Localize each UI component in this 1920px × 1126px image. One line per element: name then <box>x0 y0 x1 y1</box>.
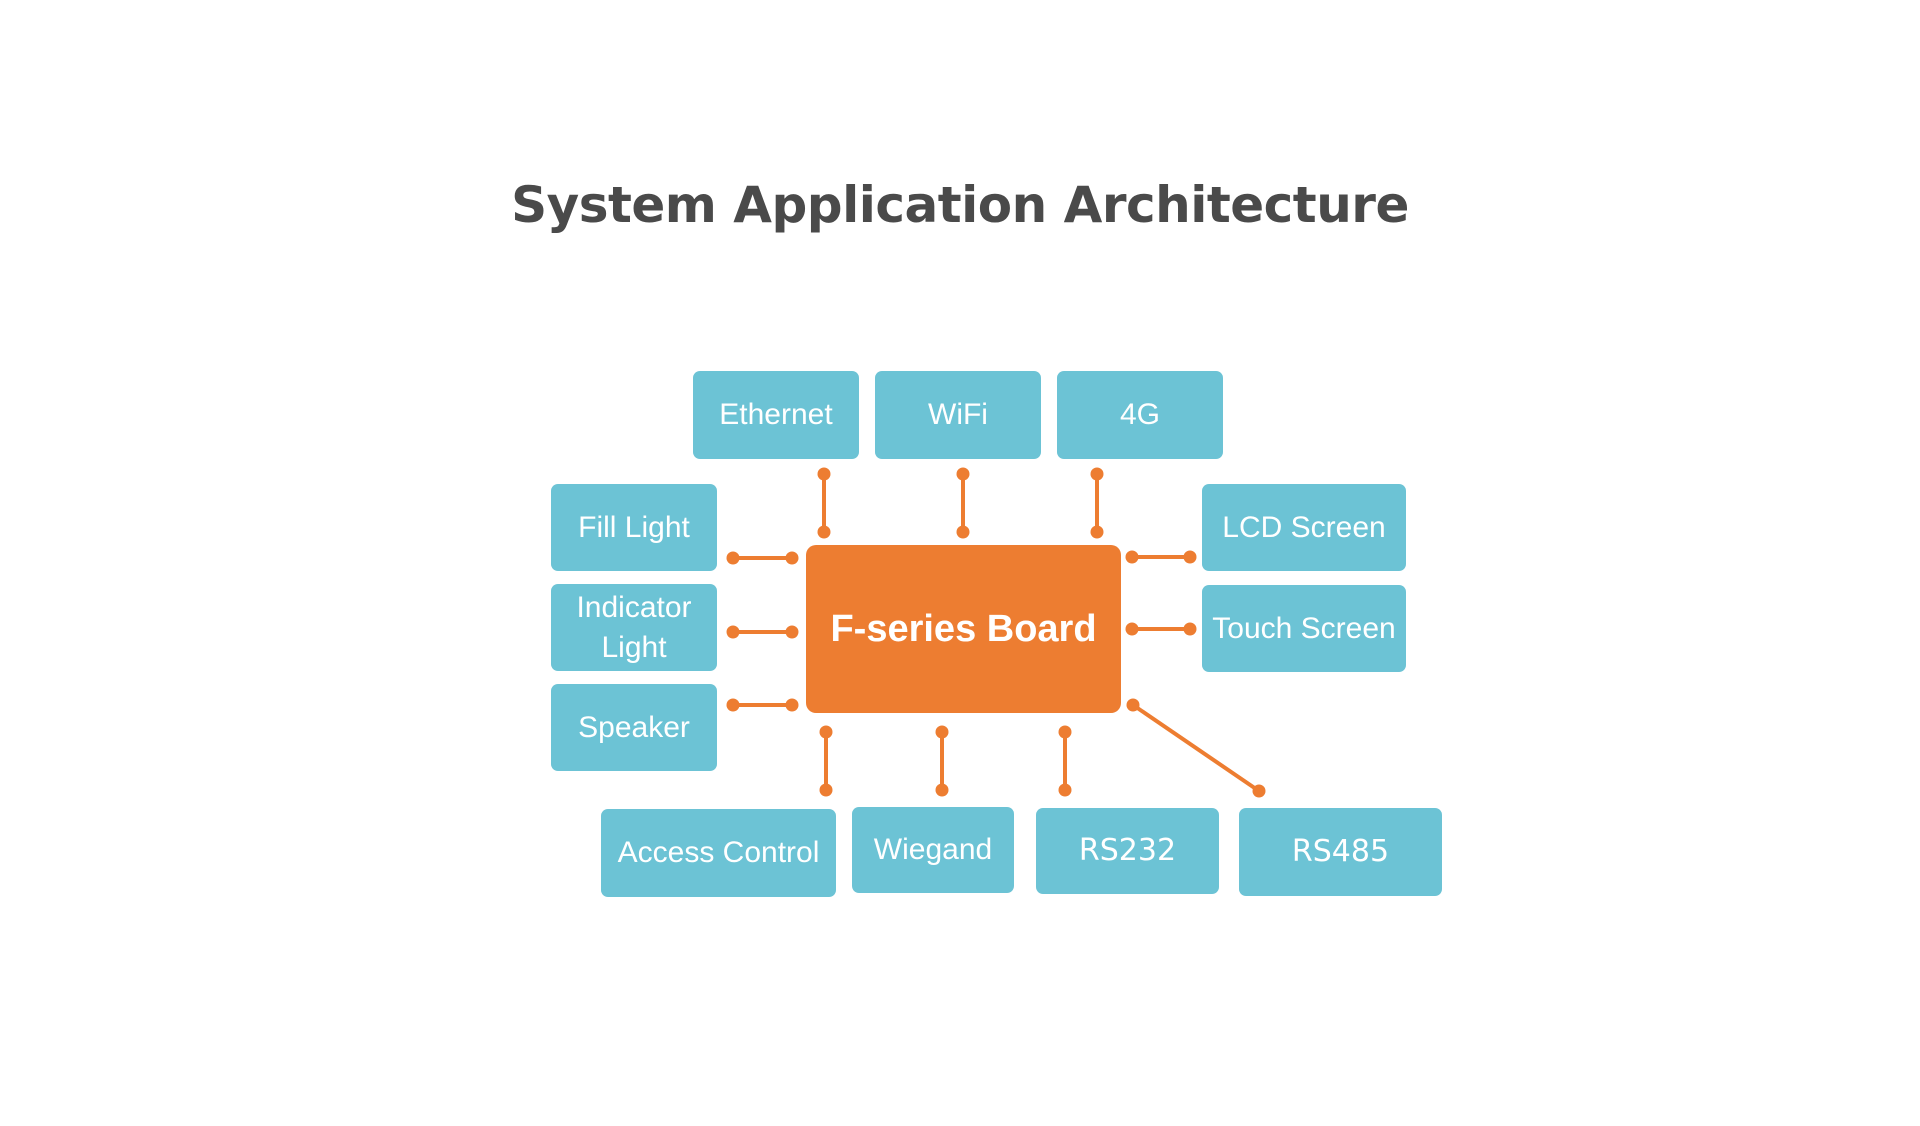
connector-rs485 <box>1126 698 1266 798</box>
node-label: Ethernet <box>719 398 833 431</box>
node-speaker: Speaker <box>551 684 717 771</box>
connector-dot <box>956 525 970 539</box>
connector-dot <box>935 725 949 739</box>
connector-dot <box>726 625 740 639</box>
node-label: Speaker <box>578 710 690 744</box>
node-label: RS485 <box>1291 834 1390 869</box>
node-label: WiFi <box>928 398 988 431</box>
node-label: RS232 <box>1078 833 1177 868</box>
connector-dot <box>785 698 799 712</box>
node-lcd-screen: LCD Screen <box>1202 484 1406 571</box>
connector-line <box>1131 703 1261 793</box>
f-series-board: F-series Board <box>806 545 1121 713</box>
connector-dot <box>726 551 740 565</box>
connector-dot <box>819 783 833 797</box>
connector-fill-light <box>726 551 799 565</box>
node-label: Indicator Light <box>576 590 692 664</box>
node-touch-screen: Touch Screen <box>1202 585 1406 672</box>
node-label: Wiegand <box>873 833 993 866</box>
connector-dot <box>726 698 740 712</box>
node-label: Touch Screen <box>1212 611 1396 645</box>
connector-ethernet <box>817 467 831 539</box>
connector-dot <box>1183 550 1197 564</box>
node-wifi: WiFi <box>875 371 1041 459</box>
diagram-title: System Application Architecture <box>511 176 1409 234</box>
connector-speaker <box>726 698 799 712</box>
connector-rs232 <box>1058 725 1072 797</box>
node-label: LCD Screen <box>1222 510 1386 544</box>
connector-lcd-screen <box>1125 550 1197 564</box>
connector-dot <box>1058 725 1072 739</box>
connector-dot <box>1126 698 1140 712</box>
connector-dot <box>1125 622 1139 636</box>
connector-dot <box>1090 525 1104 539</box>
connector-access-control <box>819 725 833 797</box>
connector-dot <box>1090 467 1104 481</box>
node-ethernet: Ethernet <box>693 371 859 459</box>
connector-dot <box>1252 784 1266 798</box>
node-label: Access Control <box>617 836 820 869</box>
node-access-control: Access Control <box>601 809 836 897</box>
node-wiegand: Wiegand <box>852 807 1014 893</box>
connector-touch-screen <box>1125 622 1197 636</box>
connector-dot <box>956 467 970 481</box>
node-rs232: RS232 <box>1036 808 1219 894</box>
connector-dot <box>817 525 831 539</box>
connector-dot <box>817 467 831 481</box>
connector-dot <box>1058 783 1072 797</box>
connector-wiegand <box>935 725 949 797</box>
connector-dot <box>819 725 833 739</box>
connector-dot <box>785 551 799 565</box>
connector-dot <box>935 783 949 797</box>
connector-4g <box>1090 467 1104 539</box>
connector-dot <box>785 625 799 639</box>
connector-dot <box>1125 550 1139 564</box>
node-label: Fill Light <box>578 510 690 544</box>
connector-wifi <box>956 467 970 539</box>
node-label: 4G <box>1119 398 1161 431</box>
node-indicator-light: Indicator Light <box>551 584 717 671</box>
connector-dot <box>1183 622 1197 636</box>
node-fill-light: Fill Light <box>551 484 717 571</box>
node-4g: 4G <box>1057 371 1223 459</box>
node-rs485: RS485 <box>1239 808 1442 896</box>
connector-indicator-light <box>726 625 799 639</box>
board-label: F-series Board <box>830 607 1097 650</box>
